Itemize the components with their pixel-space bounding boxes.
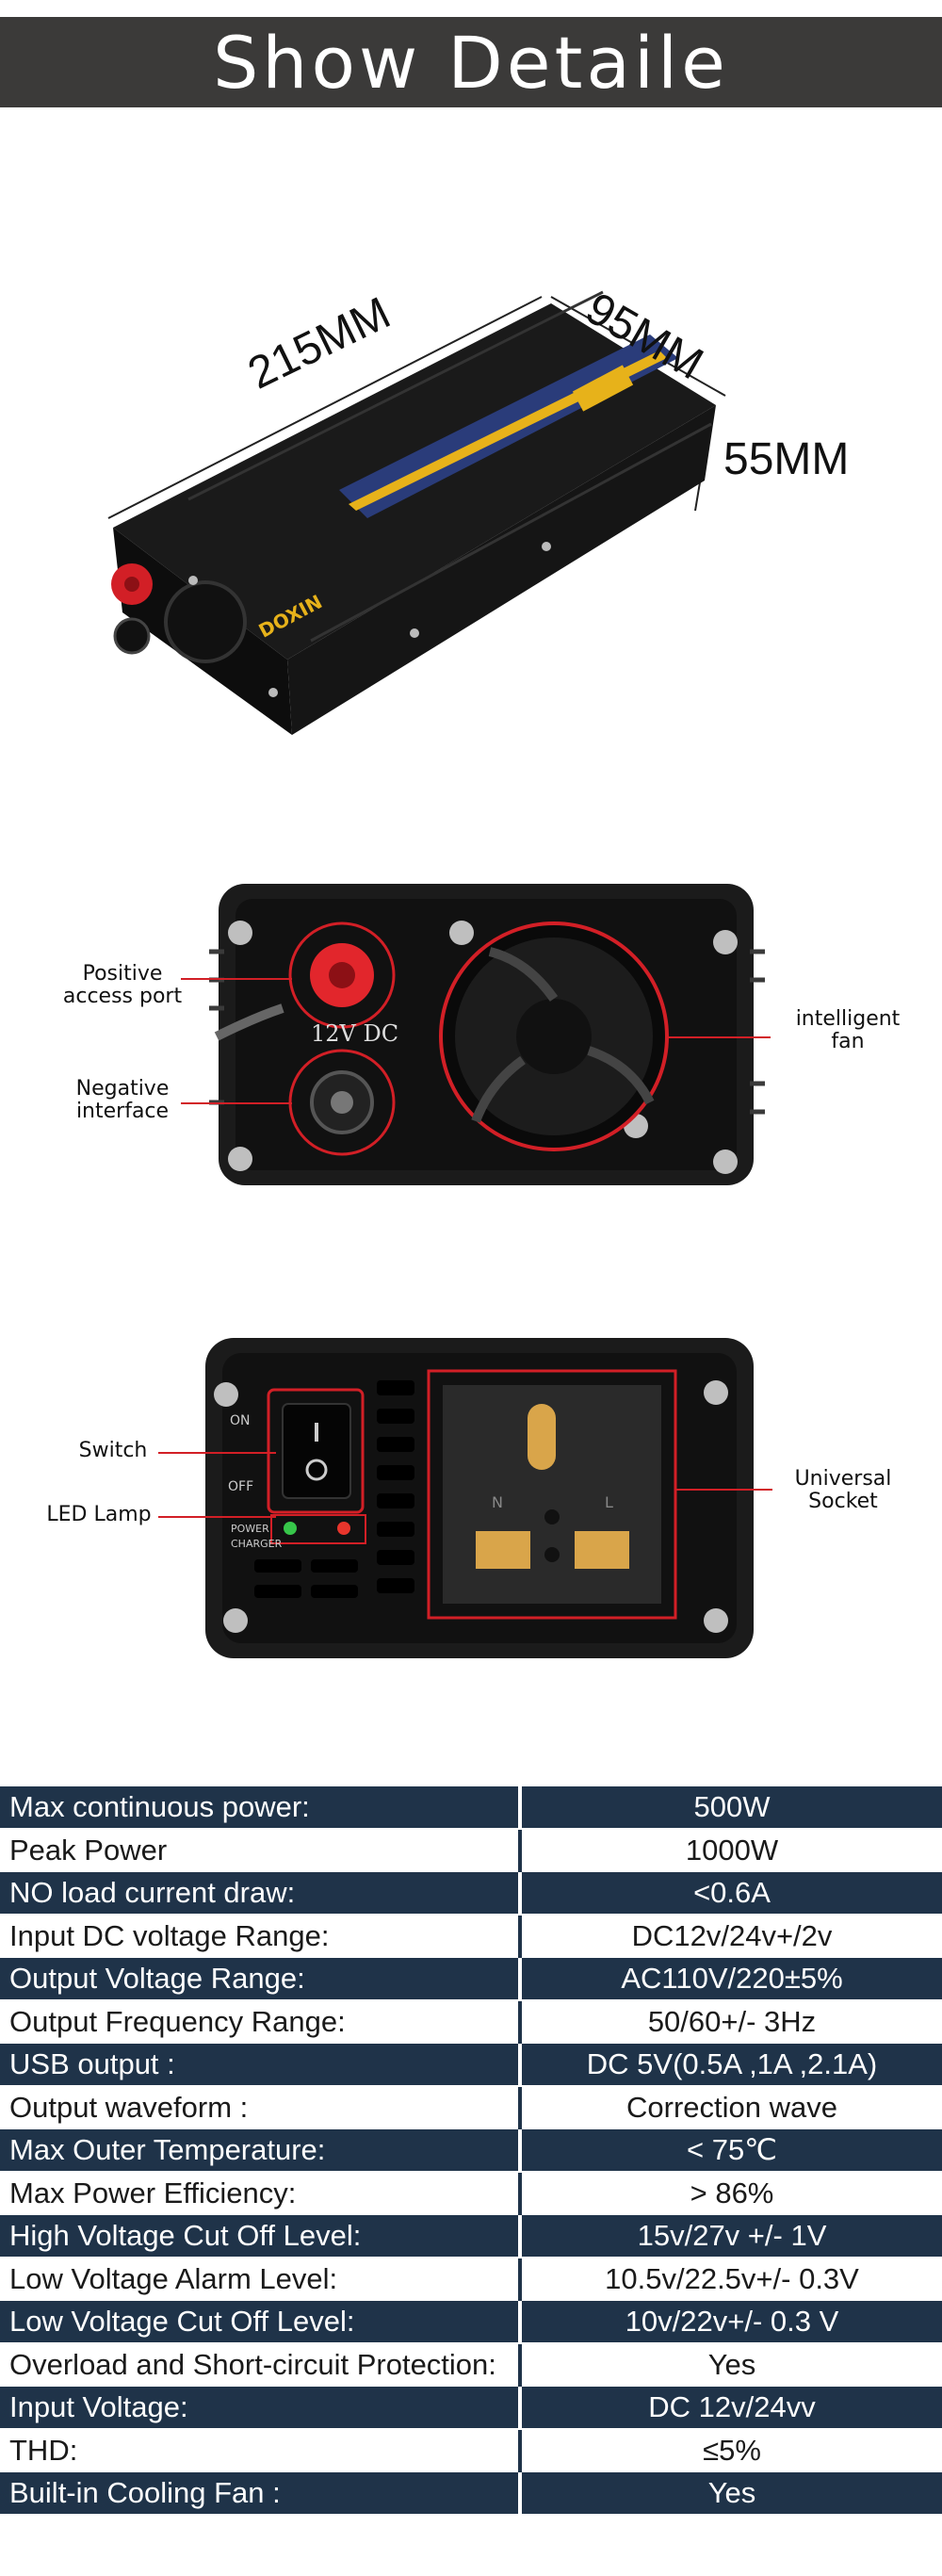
spec-label: Low Voltage Alarm Level: — [0, 2257, 522, 2301]
spec-row: Max Outer Temperature:< 75℃ — [0, 2128, 942, 2173]
output-panel-image — [205, 1338, 754, 1658]
spec-value: 10.5v/22.5v+/- 0.3V — [520, 2257, 942, 2301]
spec-value: DC12v/24v+/2v — [520, 1914, 942, 1958]
callout-switch: Switch — [78, 1439, 148, 1462]
spec-value: 10v/22v+/- 0.3 V — [520, 2300, 942, 2344]
spec-value: < 75℃ — [520, 2128, 942, 2173]
spec-row: Low Voltage Cut Off Level:10v/22v+/- 0.3… — [0, 2300, 942, 2344]
spec-row: Built-in Cooling Fan :Yes — [0, 2471, 942, 2516]
spec-value: <0.6A — [520, 1871, 942, 1916]
spec-row: Low Voltage Alarm Level:10.5v/22.5v+/- 0… — [0, 2257, 942, 2301]
spec-value: 1000W — [520, 1828, 942, 1872]
spec-row: Output Voltage Range:AC110V/220±5% — [0, 1957, 942, 2001]
callout-fan-line — [667, 1036, 771, 1038]
spec-row: USB output :DC 5V(0.5A ,1A ,2.1A) — [0, 2043, 942, 2087]
output-panel-view: ON OFF POWER CHARGER N L Switch LED Lamp… — [0, 1329, 942, 1668]
spec-value: Correction wave — [520, 2085, 942, 2129]
spec-label: Input Voltage: — [0, 2386, 522, 2430]
callout-negative: Negative interface — [47, 1078, 198, 1123]
callout-positive: Positive access port — [47, 963, 198, 1008]
input-panel-view: Positive access port Negative interface … — [0, 876, 942, 1197]
spec-label: NO load current draw: — [0, 1871, 522, 1916]
socket-n-label: N — [492, 1493, 503, 1511]
callout-socket-line — [675, 1489, 772, 1491]
spec-label: Output Voltage Range: — [0, 1957, 522, 2001]
power-led-label: POWER — [231, 1523, 269, 1535]
switch-on-label: ON — [230, 1413, 251, 1428]
spec-label: THD: — [0, 2428, 522, 2472]
spec-value: 500W — [520, 1786, 942, 1830]
spec-row: Max Power Efficiency:> 86% — [0, 2171, 942, 2215]
spec-row: Input Voltage:DC 12v/24vv — [0, 2386, 942, 2430]
spec-value: DC 5V(0.5A ,1A ,2.1A) — [520, 2043, 942, 2087]
product-overview: 215MM 95MM 55MM DOXIN — [0, 264, 942, 791]
spec-label: High Voltage Cut Off Level: — [0, 2214, 522, 2258]
callout-fan: intelligent fan — [772, 1008, 923, 1053]
callout-fan-line2: fan — [831, 1030, 865, 1053]
spec-row: Input DC voltage Range:DC12v/24v+/2v — [0, 1914, 942, 1958]
callout-positive-line2: access port — [62, 985, 183, 1008]
spec-label: Built-in Cooling Fan : — [0, 2471, 522, 2516]
spec-label: Output waveform : — [0, 2085, 522, 2129]
spec-label: Max Power Efficiency: — [0, 2171, 522, 2215]
spec-label: Output Frequency Range: — [0, 1999, 522, 2044]
spec-label: Peak Power — [0, 1828, 522, 1872]
input-panel-image — [209, 884, 765, 1185]
spec-value: 50/60+/- 3Hz — [520, 1999, 942, 2044]
spec-row: Output Frequency Range:50/60+/- 3Hz — [0, 1999, 942, 2044]
spec-value: > 86% — [520, 2171, 942, 2215]
spec-value: Yes — [520, 2471, 942, 2516]
charger-led-label: CHARGER — [231, 1538, 283, 1550]
callout-switch-line — [158, 1452, 276, 1454]
header-banner: Show Detaile — [0, 17, 942, 107]
spec-value: DC 12v/24vv — [520, 2386, 942, 2430]
spec-row: Output waveform :Correction wave — [0, 2085, 942, 2129]
callout-led: LED Lamp — [46, 1503, 152, 1526]
socket-l-label: L — [605, 1493, 613, 1511]
spec-label: Max Outer Temperature: — [0, 2128, 522, 2173]
callout-negative-line — [181, 1102, 292, 1104]
spec-value: AC110V/220±5% — [520, 1957, 942, 2001]
spec-label: Input DC voltage Range: — [0, 1914, 522, 1958]
spec-label: Overload and Short-circuit Protection: — [0, 2342, 522, 2387]
spec-label: Max continuous power: — [0, 1786, 522, 1830]
callout-led-line — [158, 1516, 276, 1518]
callout-negative-line1: Negative — [75, 1077, 170, 1101]
spec-row: Max continuous power:500W — [0, 1786, 942, 1830]
callout-positive-line1: Positive — [82, 962, 163, 986]
voltage-marking: 12V DC — [311, 1020, 399, 1047]
callout-socket-line1: Universal — [794, 1467, 892, 1491]
spec-label: USB output : — [0, 2043, 522, 2087]
callout-socket-line2: Socket — [808, 1490, 878, 1513]
spec-row: NO load current draw:<0.6A — [0, 1871, 942, 1916]
callout-fan-line1: intelligent — [795, 1007, 901, 1031]
callout-socket: Universal Socket — [772, 1468, 914, 1513]
spec-row: Overload and Short-circuit Protection:Ye… — [0, 2342, 942, 2387]
callout-negative-line2: interface — [75, 1100, 170, 1123]
page-title: Show Detaile — [213, 20, 729, 105]
spec-value: Yes — [520, 2342, 942, 2387]
spec-label: Low Voltage Cut Off Level: — [0, 2300, 522, 2344]
spec-value: 15v/27v +/- 1V — [520, 2214, 942, 2258]
dimension-height: 55MM — [723, 434, 850, 484]
spec-row: THD:≤5% — [0, 2428, 942, 2472]
product-image — [107, 290, 726, 735]
switch-off-label: OFF — [228, 1479, 254, 1494]
spec-value: ≤5% — [520, 2428, 942, 2472]
callout-positive-line — [181, 978, 292, 980]
spec-row: High Voltage Cut Off Level:15v/27v +/- 1… — [0, 2214, 942, 2258]
